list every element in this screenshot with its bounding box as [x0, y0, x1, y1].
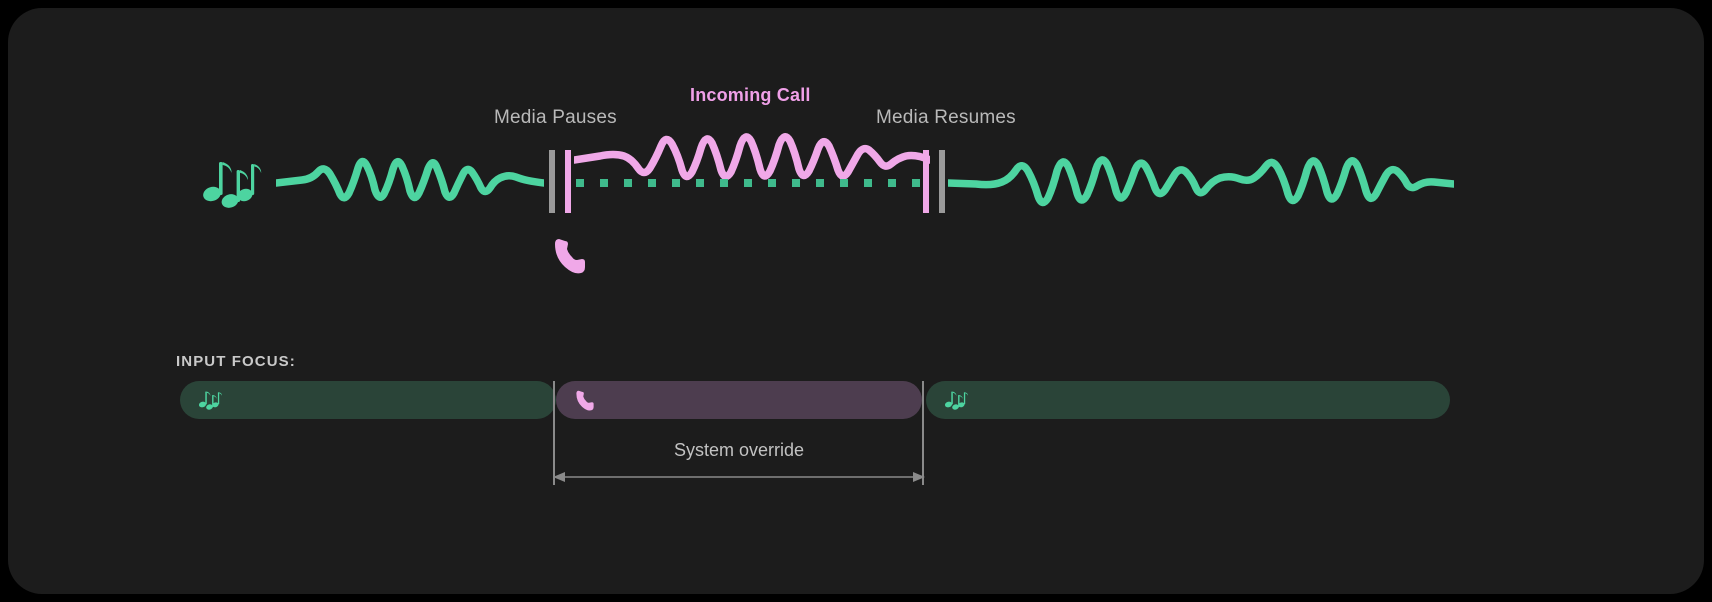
label-media-pauses: Media Pauses — [494, 107, 617, 128]
waveform-media-after — [948, 156, 1454, 207]
muted-media-dotted-line — [576, 179, 924, 187]
audio-timeline: Media Pauses Incoming Call Media Resumes — [8, 8, 1704, 328]
waveform-media-before — [276, 157, 544, 202]
marker-pink-right — [923, 150, 929, 213]
music-notes-icon — [944, 389, 968, 411]
system-override-arrow — [553, 472, 925, 482]
label-incoming-call: Incoming Call — [690, 85, 811, 105]
main-panel: Media Pauses Incoming Call Media Resumes — [8, 8, 1704, 594]
override-guide-right — [922, 381, 924, 485]
marker-gray-right — [939, 150, 945, 213]
music-notes-icon — [203, 162, 262, 208]
phone-icon — [555, 239, 585, 274]
focus-bar-call-center[interactable] — [556, 381, 922, 419]
system-override-label: System override — [673, 440, 805, 460]
override-guide-left — [553, 381, 555, 485]
phone-icon — [574, 389, 596, 412]
input-focus-label: INPUT FOCUS: — [176, 353, 296, 370]
marker-gray-left — [549, 150, 555, 213]
music-notes-icon — [198, 389, 222, 411]
marker-pink-left — [565, 150, 571, 213]
focus-bar-media-left[interactable] — [180, 381, 556, 419]
label-media-resumes: Media Resumes — [876, 107, 1016, 128]
waveform-incoming-call — [574, 133, 930, 181]
focus-bar-media-right[interactable] — [926, 381, 1450, 419]
